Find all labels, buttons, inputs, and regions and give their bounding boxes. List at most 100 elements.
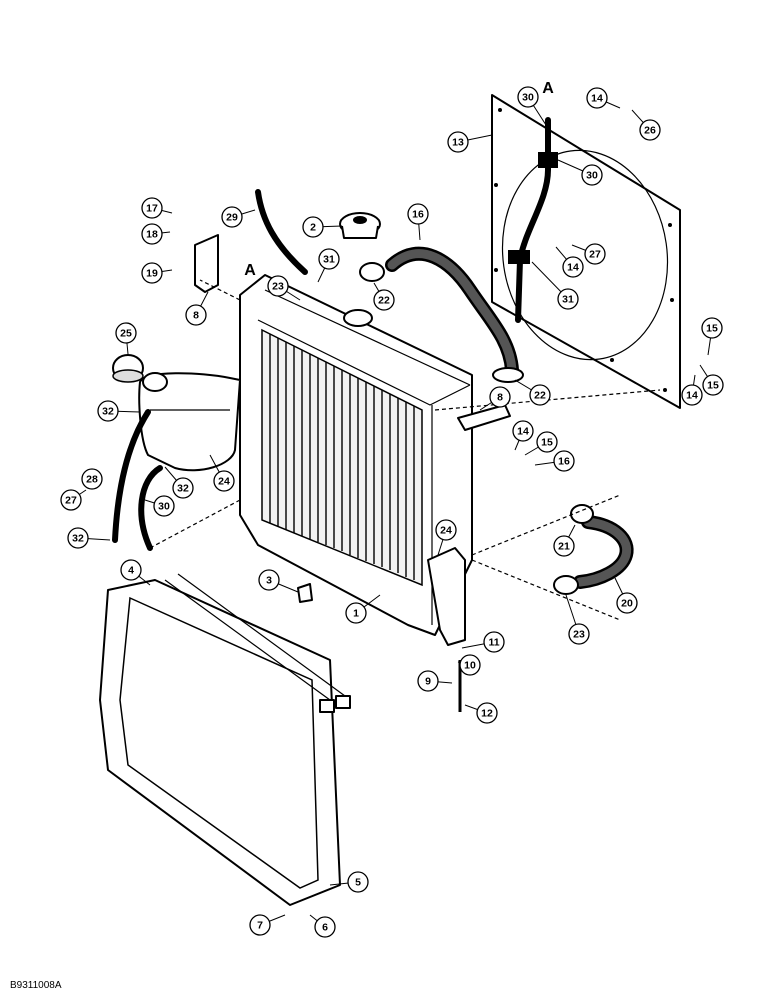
- callout-circle: [373, 289, 395, 311]
- callout-circle: [347, 871, 369, 893]
- callout-4: 4: [120, 559, 151, 586]
- callout-14: 14: [586, 87, 621, 109]
- callout-12: 12: [464, 702, 498, 724]
- callout-number: 29: [226, 212, 238, 224]
- callout-circle: [639, 119, 661, 141]
- callout-30: 30: [517, 86, 547, 126]
- callout-number: 14: [686, 390, 698, 402]
- callout-number: 23: [272, 281, 284, 293]
- overflow-tube-34: [112, 409, 151, 543]
- callout-number: 24: [218, 476, 230, 488]
- callout-circle: [553, 535, 575, 557]
- callouts: 1234567889101112131414141415151516161718…: [60, 86, 724, 938]
- callout-circle: [584, 243, 606, 265]
- callout-number: 27: [589, 249, 601, 261]
- callout-2: 2: [302, 216, 343, 238]
- callout-number: 12: [481, 708, 493, 720]
- callout-15: 15: [699, 364, 724, 396]
- callout-18: 18: [141, 223, 171, 245]
- section-marker-left: A: [244, 262, 256, 279]
- callout-number: 32: [72, 533, 84, 545]
- lower-radiator-hose: [553, 504, 634, 595]
- callout-circle: [447, 131, 469, 153]
- callout-number: 3: [266, 575, 272, 587]
- callout-13: 13: [447, 131, 493, 153]
- callout-circle: [81, 468, 103, 490]
- tube-clip-lower: [508, 250, 530, 264]
- callout-circle: [172, 477, 194, 499]
- callout-28: 28: [81, 468, 103, 490]
- callout-number: 25: [120, 328, 132, 340]
- mounting-bracket-upper: [194, 234, 219, 293]
- radiator-cap: [339, 212, 381, 239]
- callout-circle: [483, 631, 505, 653]
- callout-number: 20: [621, 598, 633, 610]
- callout-number: 32: [177, 483, 189, 495]
- callout-number: 31: [323, 254, 335, 266]
- mounting-bracket-right: [457, 404, 511, 431]
- callout-number: 15: [707, 380, 719, 392]
- callout-circle: [586, 87, 608, 109]
- callout-23: 23: [267, 275, 301, 301]
- callout-circle: [512, 420, 534, 442]
- callout-circle: [517, 86, 539, 108]
- callout-number: 8: [497, 392, 503, 404]
- callout-number: 14: [591, 93, 603, 105]
- callout-number: 27: [65, 495, 77, 507]
- callout-circle: [302, 216, 324, 238]
- callout-number: 4: [128, 565, 134, 577]
- callout-number: 17: [146, 203, 158, 215]
- callout-8: 8: [185, 291, 209, 326]
- callout-circle: [141, 262, 163, 284]
- callout-number: 11: [488, 637, 499, 649]
- callout-31: 31: [531, 261, 579, 310]
- callout-circle: [407, 203, 429, 225]
- callout-number: 21: [558, 541, 570, 553]
- callout-circle: [681, 384, 703, 406]
- callout-number: 30: [586, 170, 598, 182]
- callout-3: 3: [258, 569, 299, 593]
- callout-15: 15: [524, 431, 558, 456]
- callout-circle: [267, 275, 289, 297]
- callout-circle: [702, 374, 724, 396]
- callout-circle: [141, 197, 163, 219]
- callout-24: 24: [435, 519, 457, 556]
- callout-circle: [476, 702, 498, 724]
- callout-14: 14: [555, 246, 584, 278]
- callout-20: 20: [614, 577, 638, 614]
- tube-clip: [538, 152, 558, 168]
- callout-circle: [185, 304, 207, 326]
- callout-circle: [529, 384, 551, 406]
- callout-number: 14: [517, 426, 529, 438]
- overflow-tube-upper: [255, 189, 308, 275]
- callout-number: 15: [541, 437, 553, 449]
- callout-27: 27: [571, 243, 606, 265]
- recovery-bottle-cap: [112, 354, 144, 383]
- callout-number: 6: [322, 922, 328, 934]
- callout-number: 7: [257, 920, 263, 932]
- callout-15: 15: [701, 317, 723, 356]
- callout-number: 26: [644, 125, 656, 137]
- callout-circle: [568, 623, 590, 645]
- callout-6: 6: [309, 914, 336, 938]
- hose-clamp-22: [492, 367, 524, 383]
- callout-circle: [435, 519, 457, 541]
- callout-1: 1: [345, 594, 381, 624]
- callout-circle: [115, 322, 137, 344]
- callout-29: 29: [221, 206, 256, 228]
- callout-22: 22: [373, 282, 395, 311]
- callout-11: 11: [461, 631, 505, 653]
- callout-number: 30: [158, 501, 170, 513]
- callout-circle: [536, 431, 558, 453]
- callout-number: 8: [193, 310, 199, 322]
- callout-14: 14: [512, 420, 534, 451]
- callout-number: 32: [102, 406, 114, 418]
- callout-circle: [67, 527, 89, 549]
- callout-circle: [221, 206, 243, 228]
- callout-26: 26: [631, 109, 661, 141]
- oil-cooler: [99, 573, 351, 906]
- callout-number: 31: [562, 294, 574, 306]
- callout-14: 14: [681, 374, 703, 406]
- callout-circle: [314, 916, 336, 938]
- callout-number: 24: [440, 525, 452, 537]
